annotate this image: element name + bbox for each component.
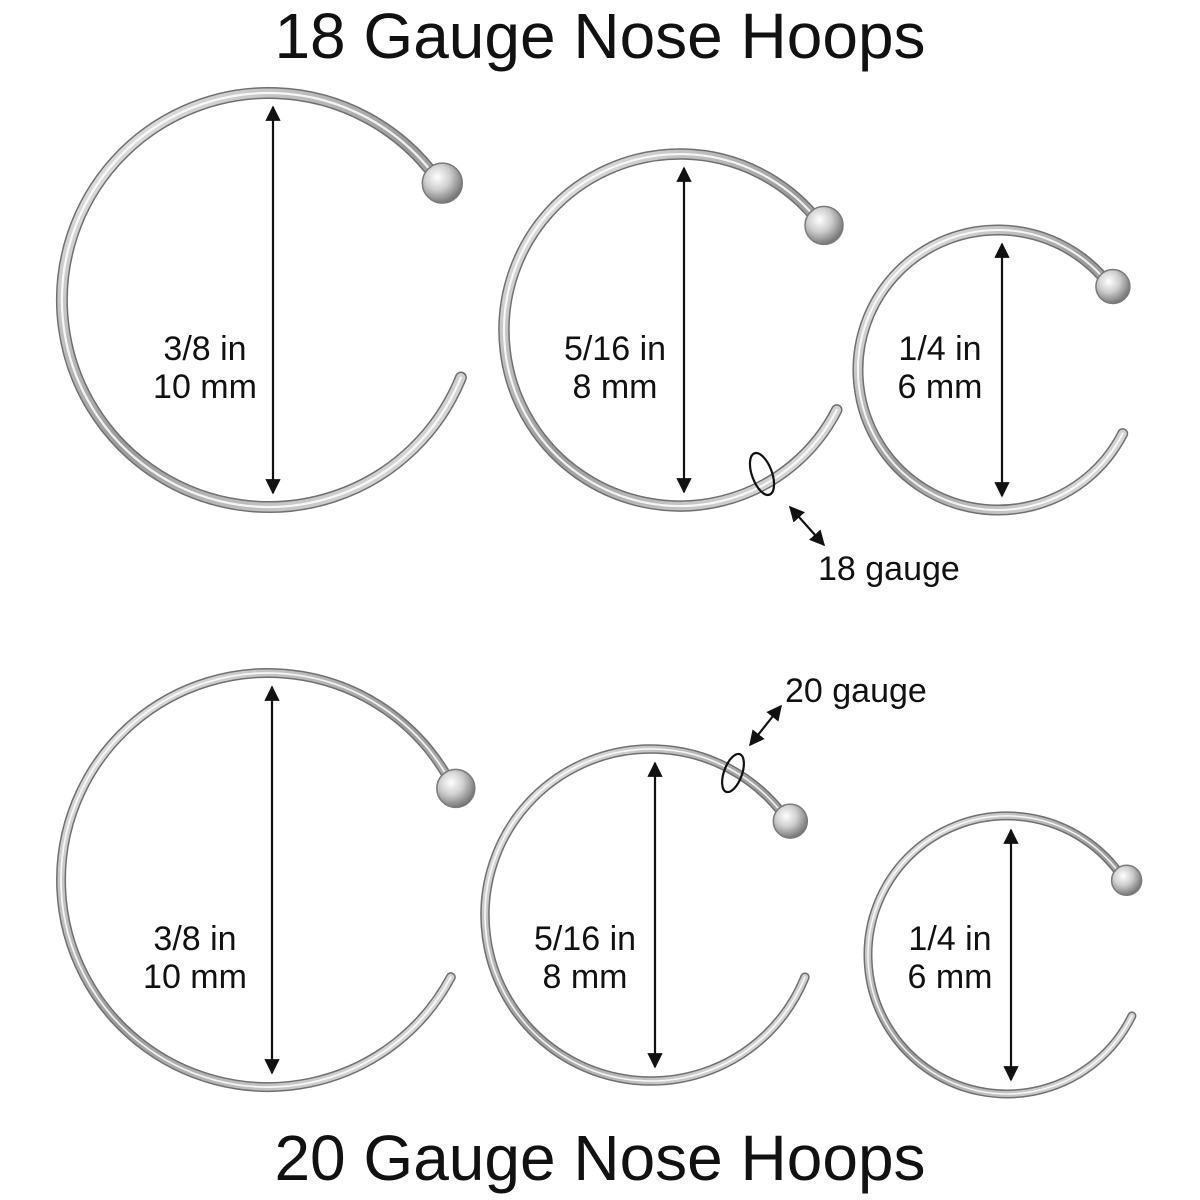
size-inches: 5/16 in	[533, 920, 637, 958]
size-mm: 8 mm	[542, 958, 628, 996]
hoop-highlight	[60, 91, 463, 509]
size-mm: 10 mm	[153, 368, 257, 406]
hoop-ball-end	[772, 803, 809, 839]
callout-18-gauge: 18 gauge	[818, 550, 960, 588]
size-mm: 6 mm	[907, 958, 993, 996]
heading-20-gauge: 20 Gauge Nose Hoops	[274, 1122, 926, 1194]
hoop-highlight	[502, 152, 838, 508]
callout-20-gauge: 20 gauge	[785, 672, 927, 710]
size-inches: 3/8 in	[153, 920, 237, 958]
gauge-callout-20	[721, 704, 782, 794]
size-label-20g-large: 3/8 in 10 mm	[110, 920, 280, 996]
gauge-ring	[748, 451, 776, 497]
size-label-18g-medium: 5/16 in 8 mm	[530, 330, 700, 406]
hoop-ball-end	[1110, 864, 1143, 897]
size-inches: 3/8 in	[163, 330, 247, 368]
gauge-pointer-arrow	[788, 505, 826, 547]
hoop-highlight	[867, 815, 1133, 1095]
hoop-18g-medium	[498, 148, 844, 512]
hoop-highlight	[484, 748, 806, 1082]
size-mm: 6 mm	[897, 368, 983, 406]
size-label-20g-medium: 5/16 in 8 mm	[500, 920, 670, 996]
hoop-ball-end	[436, 768, 476, 809]
size-inches: 1/4 in	[908, 920, 992, 958]
size-label-18g-large: 3/8 in 10 mm	[120, 330, 290, 406]
hoop-20g-medium	[480, 744, 810, 1086]
hoop-highlight	[60, 672, 452, 1088]
hoop-highlight	[856, 229, 1124, 511]
size-inches: 1/4 in	[898, 330, 982, 368]
size-label-20g-small: 1/4 in 6 mm	[880, 920, 1020, 996]
hoop-20g-small	[863, 811, 1143, 1099]
hoop-18g-large	[55, 87, 467, 513]
size-mm: 10 mm	[143, 958, 247, 996]
size-mm: 8 mm	[572, 368, 658, 406]
hoop-ball-end	[421, 162, 464, 204]
hoop-ball-end	[804, 205, 844, 246]
gauge-callout-18	[748, 451, 826, 547]
size-inches: 5/16 in	[563, 330, 667, 368]
size-label-18g-small: 1/4 in 6 mm	[870, 330, 1010, 406]
hoop-18g-small	[852, 224, 1131, 516]
hoop-ball-end	[1095, 268, 1131, 305]
gauge-pointer-arrow	[749, 704, 782, 747]
heading-18-gauge: 18 Gauge Nose Hoops	[274, 0, 926, 72]
hoop-20g-large	[56, 668, 476, 1093]
gauge-ring	[721, 752, 745, 794]
